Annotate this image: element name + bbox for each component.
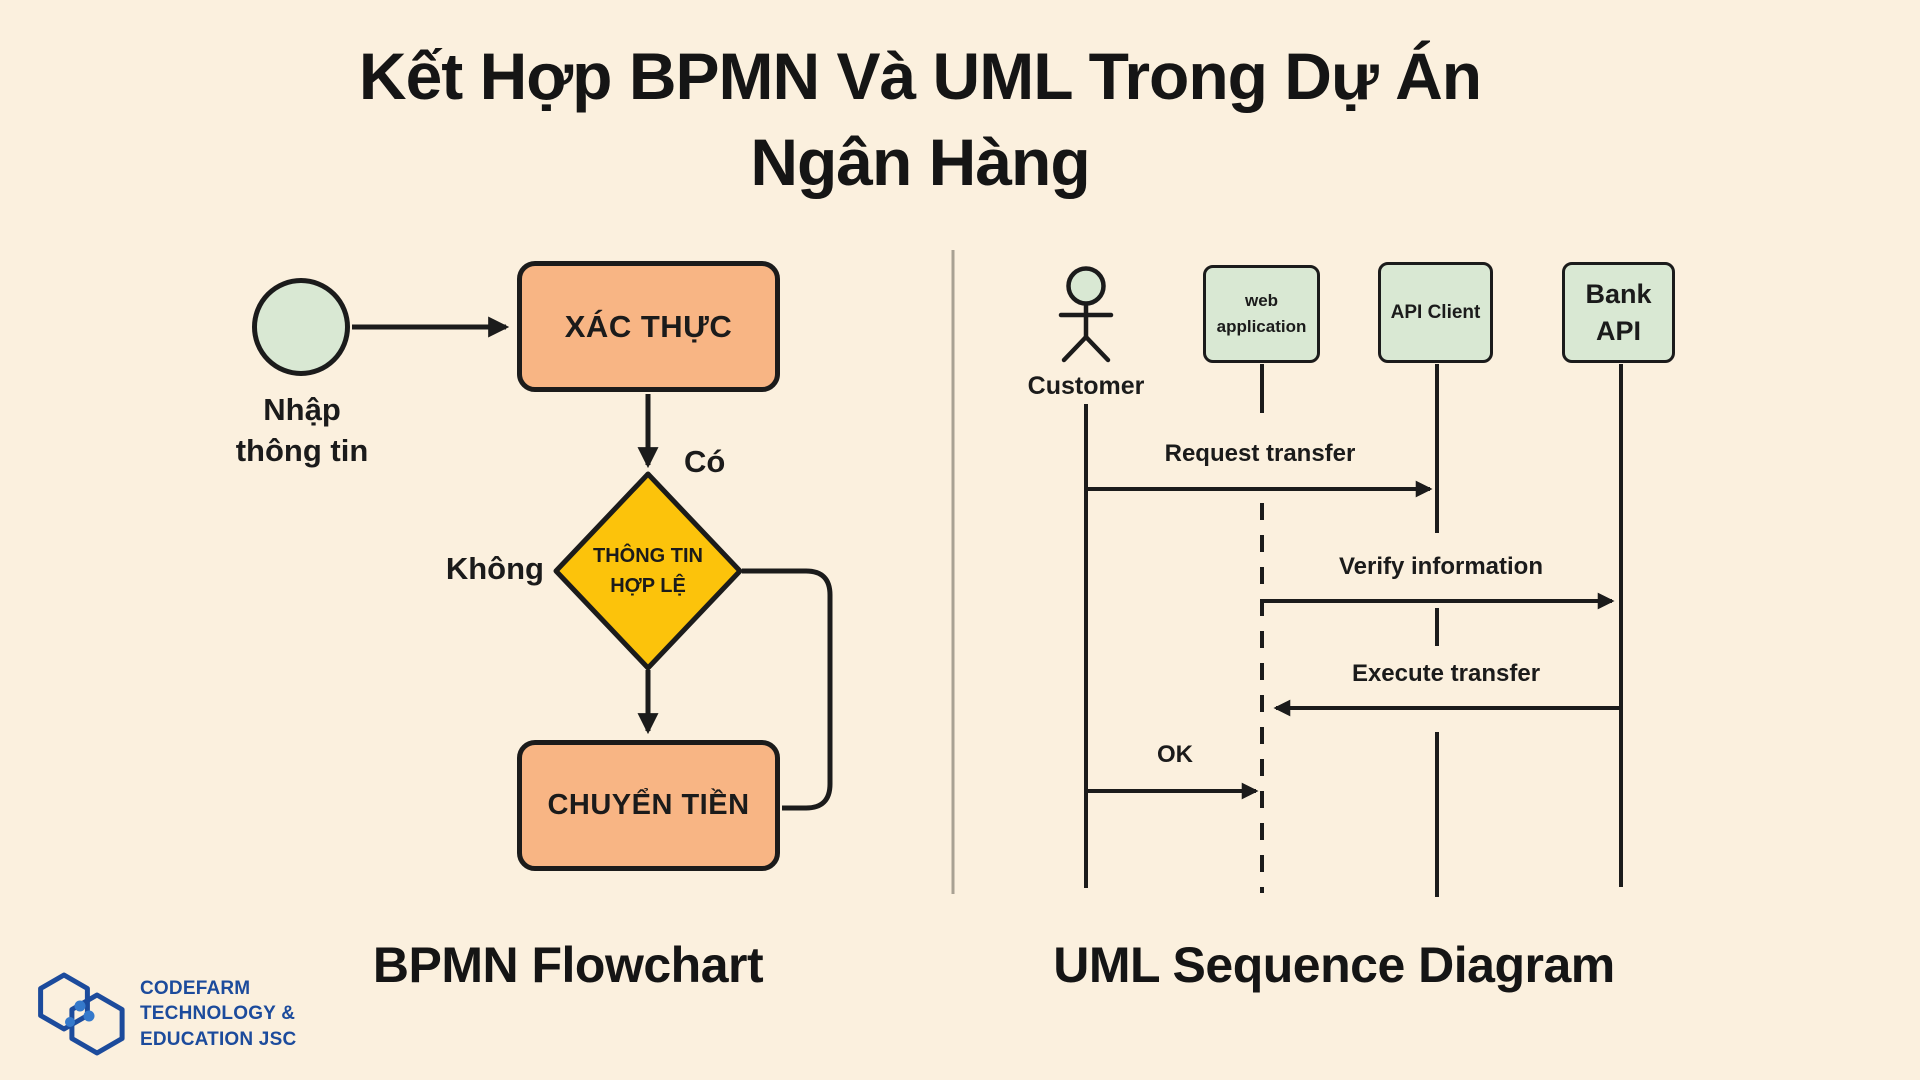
uml-participant-web-application: web application [1203, 265, 1320, 363]
participant-name-line: API [1595, 315, 1641, 346]
bpmn-decision-label: THÔNG TIN HỢP LỆ [548, 541, 748, 601]
uml-participant-api-client: API Client [1378, 262, 1493, 363]
bpmn-start-label: Nhập thông tin [172, 390, 432, 472]
bpmn-branch-yes-label: Có [684, 444, 726, 479]
bpmn-start-event [252, 278, 350, 376]
bpmn-section-caption: BPMN Flowchart [372, 937, 764, 993]
codefarm-logo-text-line: CODEFARM [140, 978, 251, 999]
decision-diamond [553, 471, 743, 671]
uml-participant-bank-api: Bank API [1562, 262, 1675, 363]
bpmn-decision-label-line-1: THÔNG TIN [593, 545, 703, 567]
codefarm-logo-text-line: EDUCATION JSC [140, 1028, 297, 1050]
page-title-line-2: Ngân Hàng [750, 124, 1090, 199]
codefarm-logo-icon [38, 972, 125, 1056]
bpmn-task-transfer: CHUYỂN TIỀN [517, 740, 780, 871]
bpmn-start-label-line-2: thông tin [235, 432, 369, 468]
flow-loop-no [742, 568, 833, 811]
bpmn-start-label-line-1: Nhập [263, 392, 341, 427]
bpmn-branch-no-label: Không [445, 551, 544, 586]
uml-message-ok: OK [1157, 741, 1193, 768]
uml-section-caption: UML Sequence Diagram [1053, 937, 1615, 993]
participant-name-line: Bank [1585, 279, 1652, 310]
page-title-line-1: Kết Hợp BPMN Và UML Trong Dự Án [358, 39, 1482, 113]
participant-name-line: API Client [1390, 301, 1481, 323]
codefarm-logo-text-line: TECHNOLOGY & [140, 1003, 296, 1025]
participant-name-line: web [1244, 290, 1279, 310]
uml-message-verify-information: Verify information [1338, 553, 1544, 580]
uml-message-request-transfer: Request transfer [1164, 440, 1356, 467]
page-title: Kết Hợp BPMN Và UML Trong Dự Án Ngân Hàn… [0, 34, 1840, 206]
bpmn-task-authenticate: XÁC THỰC [517, 261, 780, 392]
uml-message-execute-transfer: Execute transfer [1351, 660, 1541, 687]
bpmn-decision-label-line-2: HỢP LỆ [610, 575, 686, 597]
codefarm-logo-text: CODEFARM TECHNOLOGY & EDUCATION JSC [140, 976, 296, 1052]
participant-name-line: application [1216, 317, 1307, 336]
customer-actor-icon [1058, 266, 1114, 363]
uml-actor-label: Customer [1027, 372, 1145, 400]
